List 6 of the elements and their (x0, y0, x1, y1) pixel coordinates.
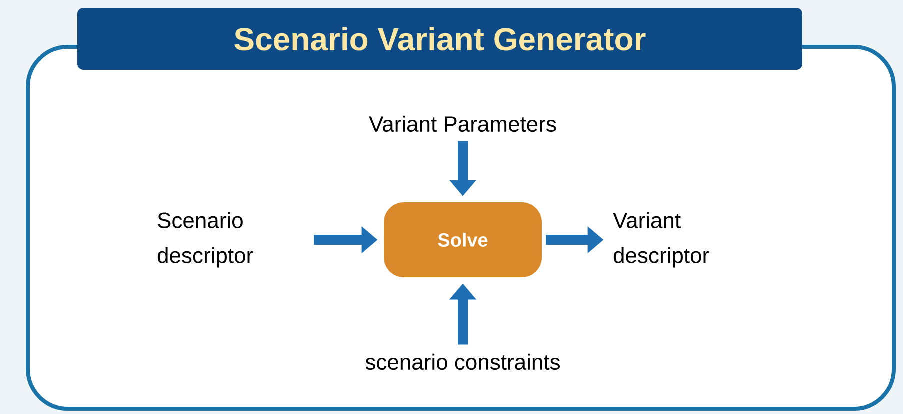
title-banner: Scenario Variant Generator (78, 8, 802, 70)
input-label: scenario constraints (366, 354, 560, 370)
input-label: Variant Parameters (369, 116, 556, 132)
input-label: Scenario descriptor (158, 212, 254, 268)
process-box: Solve (384, 202, 542, 278)
input-label: Variant descriptor (613, 212, 710, 268)
